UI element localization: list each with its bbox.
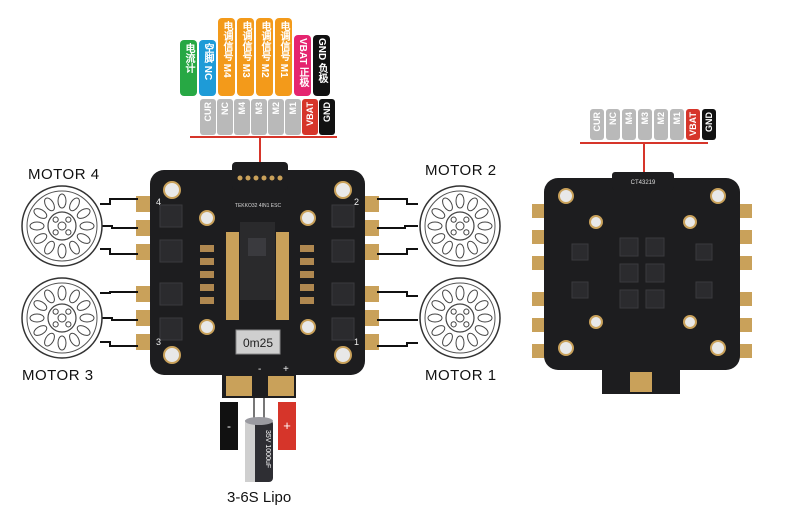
right-pins-pin-7: GND [702,109,716,140]
corner-number-4: 4 [156,197,161,207]
right-pins-pin-5: M1 [670,109,684,140]
motor4-label: MOTOR 4 [28,166,100,183]
right-pins-pin-0: CUR [590,109,604,140]
top-label-7: GND 负极 [313,35,330,96]
top-label-2: 电调信号 M4 [218,18,235,96]
corner-number-1: 1 [354,337,359,347]
left-pins-pin-3: M3 [251,99,267,135]
battery-neg-mark: - [227,419,231,433]
left-pins-pin-7: GND [319,99,335,135]
top-label-3: 电调信号 M3 [237,18,254,96]
right-board-chip-text: CT43219 [631,180,656,186]
left-pins-pin-2: M4 [234,99,250,135]
right-pins-pin-4: M2 [654,109,668,140]
motor-m3 [21,277,103,359]
left-pins-pin-1: NC [217,99,233,135]
top-label-0: 电流计 [180,40,197,96]
left-pins-pin-5: M1 [285,99,301,135]
motor-m1 [419,277,501,359]
corner-number-3: 3 [156,337,161,347]
right-pins-pin-6: VBAT [686,109,700,140]
board-silkscreen-text: TEKKO32 4IN1 ESC [235,203,282,209]
power-plus-mark: + [283,364,289,375]
motor-m4 [21,185,103,267]
left-pins-pin-6: VBAT [302,99,318,135]
shunt-label: 0m25 [243,336,273,350]
left-pins-pin-4: M2 [268,99,284,135]
top-label-4: 电调信号 M2 [256,18,273,96]
battery-label: 3-6S Lipo [227,489,292,506]
motor1-label: MOTOR 1 [425,367,497,384]
corner-number-2: 2 [354,197,359,207]
right-pins-pin-2: M4 [622,109,636,140]
top-label-6: VBAT 正极 [294,35,311,96]
motor3-label: MOTOR 3 [22,367,94,384]
motor2-label: MOTOR 2 [425,162,497,179]
power-minus-mark: - [258,364,261,375]
right-esc-board: CT43219 [532,172,752,394]
motor-m2 [419,185,501,267]
top-label-1: 空脚 NC [199,40,216,96]
left-esc-board: 0m25 TEKKO32 4IN1 ESC 4 2 3 1 - + [136,162,379,398]
battery-pos-mark: + [283,418,291,433]
right-pins-pin-3: M3 [638,109,652,140]
capacitor-label: 35V 1000uF [264,430,271,468]
right-pins-pin-1: NC [606,109,620,140]
top-label-5: 电调信号 M1 [275,18,292,96]
left-pins-pin-0: CUR [200,99,216,135]
